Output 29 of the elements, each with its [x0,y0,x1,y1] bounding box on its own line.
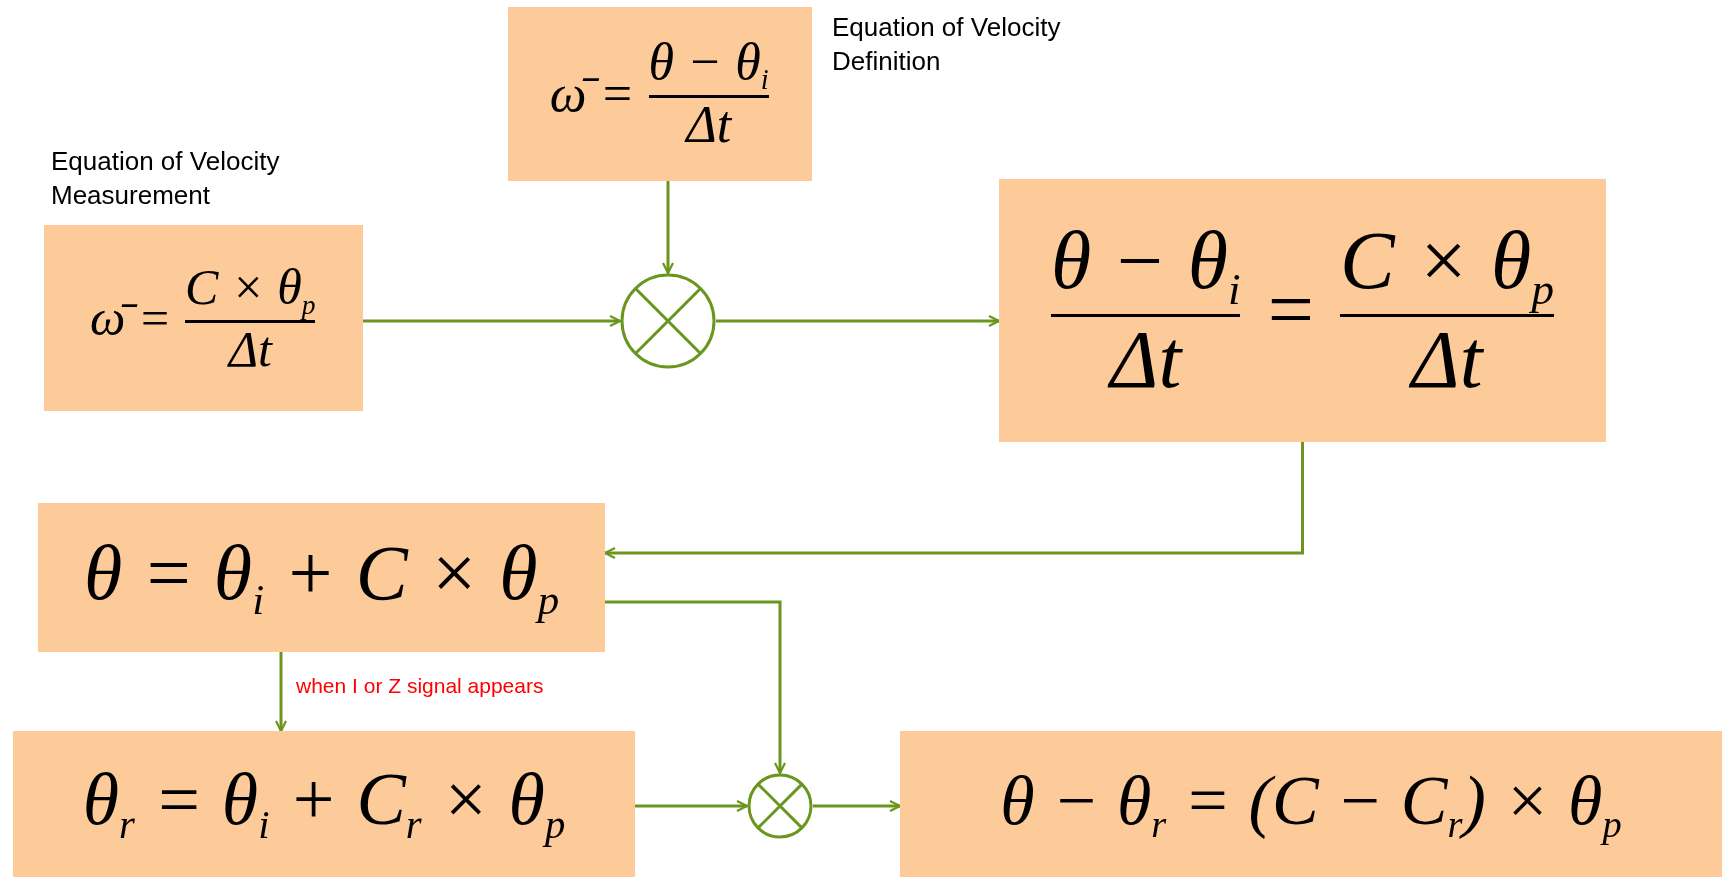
equation-text: ω̄ = [549,66,635,122]
arrow [605,600,787,775]
equation-text: = [1262,267,1318,354]
annotation-text: Equation of Velocity Definition [832,11,1062,78]
equation-box [508,7,812,181]
equation-box [44,225,363,411]
arrow [603,442,1304,560]
equation-text: C × θ$_{p}$ [185,261,316,320]
equation-text: θ − θ$_{i}$ [1051,218,1241,314]
arrow [661,181,675,275]
equation-box [900,731,1722,877]
arrow [363,314,622,328]
equation-box [999,179,1606,442]
equation-text: θ − θ$_{r}$ = (C − C$_{r}$) × θ$_{p}$ [1000,763,1622,845]
equation-box [13,731,635,877]
arrow [813,799,902,813]
equation-text: θ − θ$_{i}$ [648,35,769,96]
arrow [635,799,749,813]
equation-text: ω̄ = [90,291,172,345]
equation-text: θ$_{r}$ = θ$_{i}$ + C$_{r}$ × θ$_{p}$ [82,761,566,847]
arrow [716,314,1001,328]
equation-text: Δt [228,322,272,375]
equation-text: Δt [686,98,732,153]
arrow [274,652,288,733]
equation-text: Δt [1411,316,1483,403]
equation-text: C × θ$_{p}$ [1340,218,1554,314]
equation-text: θ = θ$_{i}$ + C × θ$_{p}$ [83,532,560,623]
annotation-text: Equation of Velocity Measurement [51,145,281,212]
equation-box [38,503,605,652]
